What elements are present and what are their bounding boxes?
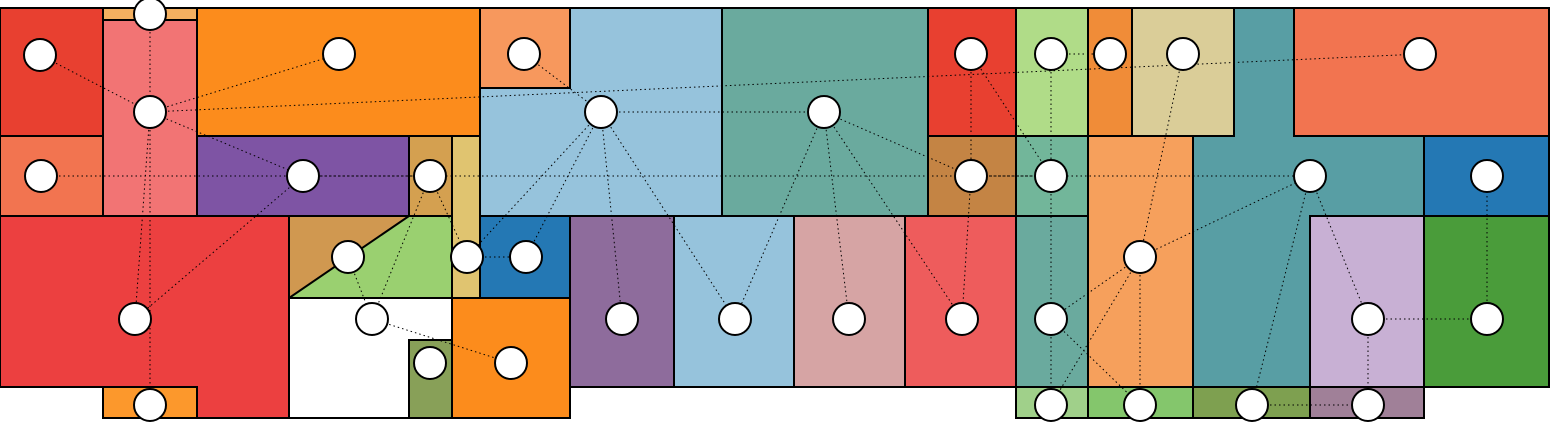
adjacency-edge-n3-n4 [149, 53, 340, 113]
room-r32 [1423, 215, 1550, 388]
room-node-n34[interactable] [494, 346, 528, 380]
room-node-n38[interactable] [1235, 388, 1269, 422]
room-node-n37[interactable] [1123, 388, 1157, 422]
adjacency-edge-n3-n24 [134, 111, 151, 320]
room-r4 [196, 7, 481, 137]
room-node-n19[interactable] [1470, 159, 1504, 193]
room-node-n9[interactable] [1034, 37, 1068, 71]
room-r29 [904, 215, 1017, 388]
room-node-n39[interactable] [1351, 388, 1385, 422]
adjacency-edge-n6-n27 [600, 111, 736, 320]
room-node-n11[interactable] [1166, 37, 1200, 71]
adjacency-edge-n6-n26 [600, 111, 623, 320]
room-node-n8[interactable] [954, 37, 988, 71]
adjacency-edge-n11-n23 [1139, 53, 1184, 258]
room-node-n6[interactable] [584, 95, 618, 129]
room-node-n32[interactable] [1470, 302, 1504, 336]
room-node-n5[interactable] [507, 37, 541, 71]
room-r8 [927, 7, 1017, 137]
room-node-n24[interactable] [118, 302, 152, 336]
room-node-n22[interactable] [509, 240, 543, 274]
room-node-n14[interactable] [286, 159, 320, 193]
adjacency-edge-n16-n29 [961, 175, 972, 320]
room-node-n33[interactable] [413, 346, 447, 380]
room-r27 [673, 215, 795, 388]
room-r11 [1131, 7, 1235, 137]
adjacency-edge-n6-n22 [525, 111, 602, 258]
adjacency-edge-n6-n21 [466, 111, 602, 258]
room-node-n36[interactable] [1034, 388, 1068, 422]
room-r13 [1293, 7, 1550, 137]
nodes-layer [23, 0, 1504, 422]
room-r10 [1087, 7, 1133, 137]
room-node-n20[interactable] [331, 240, 365, 274]
adjacency-edge-n8-n17 [970, 53, 1052, 177]
room-node-n16[interactable] [954, 159, 988, 193]
room-node-n31[interactable] [1351, 302, 1385, 336]
room-r28 [793, 215, 906, 388]
room-node-n13[interactable] [24, 159, 58, 193]
edges-layer [39, 14, 1488, 406]
room-node-n29[interactable] [945, 302, 979, 336]
adjacency-edge-n36-n23 [1050, 256, 1141, 406]
adjacency-edge-n14-n24 [134, 175, 304, 320]
adjacency-edge-n15-n25 [371, 175, 431, 320]
room-node-n21[interactable] [450, 240, 484, 274]
room-node-n10[interactable] [1093, 37, 1127, 71]
adjacency-edge-n3-n12 [149, 53, 1421, 113]
room-node-n25[interactable] [355, 302, 389, 336]
room-node-n1[interactable] [23, 38, 57, 72]
room-node-n4[interactable] [322, 37, 356, 71]
room-node-n7[interactable] [807, 95, 841, 129]
room-node-n35[interactable] [133, 388, 167, 422]
adjacency-edge-n18-n38 [1251, 175, 1311, 406]
adjacency-edge-n3-n14 [149, 111, 304, 177]
room-node-n15[interactable] [413, 159, 447, 193]
room-node-n12[interactable] [1403, 37, 1437, 71]
adjacency-edge-n7-n28 [823, 111, 850, 320]
room-node-n30[interactable] [1034, 302, 1068, 336]
room-node-n17[interactable] [1034, 159, 1068, 193]
room-node-n23[interactable] [1123, 240, 1157, 274]
room-r31 [1309, 215, 1425, 388]
room-node-n26[interactable] [605, 302, 639, 336]
room-r1 [0, 7, 104, 137]
rooms-layer [0, 7, 1550, 419]
room-node-n28[interactable] [832, 302, 866, 336]
adjacency-edge-n23-n30 [1050, 256, 1141, 320]
adjacency-edge-n18-n31 [1309, 175, 1369, 320]
adjacency-edge-n7-n29 [823, 111, 963, 320]
room-node-n18[interactable] [1293, 159, 1327, 193]
adjacency-edge-n7-n27 [734, 111, 825, 320]
room-r26 [569, 215, 675, 388]
adjacency-edge-n25-n34 [371, 318, 512, 364]
room-node-n27[interactable] [718, 302, 752, 336]
room-node-n2[interactable] [133, 0, 167, 31]
room-node-n3[interactable] [133, 95, 167, 129]
